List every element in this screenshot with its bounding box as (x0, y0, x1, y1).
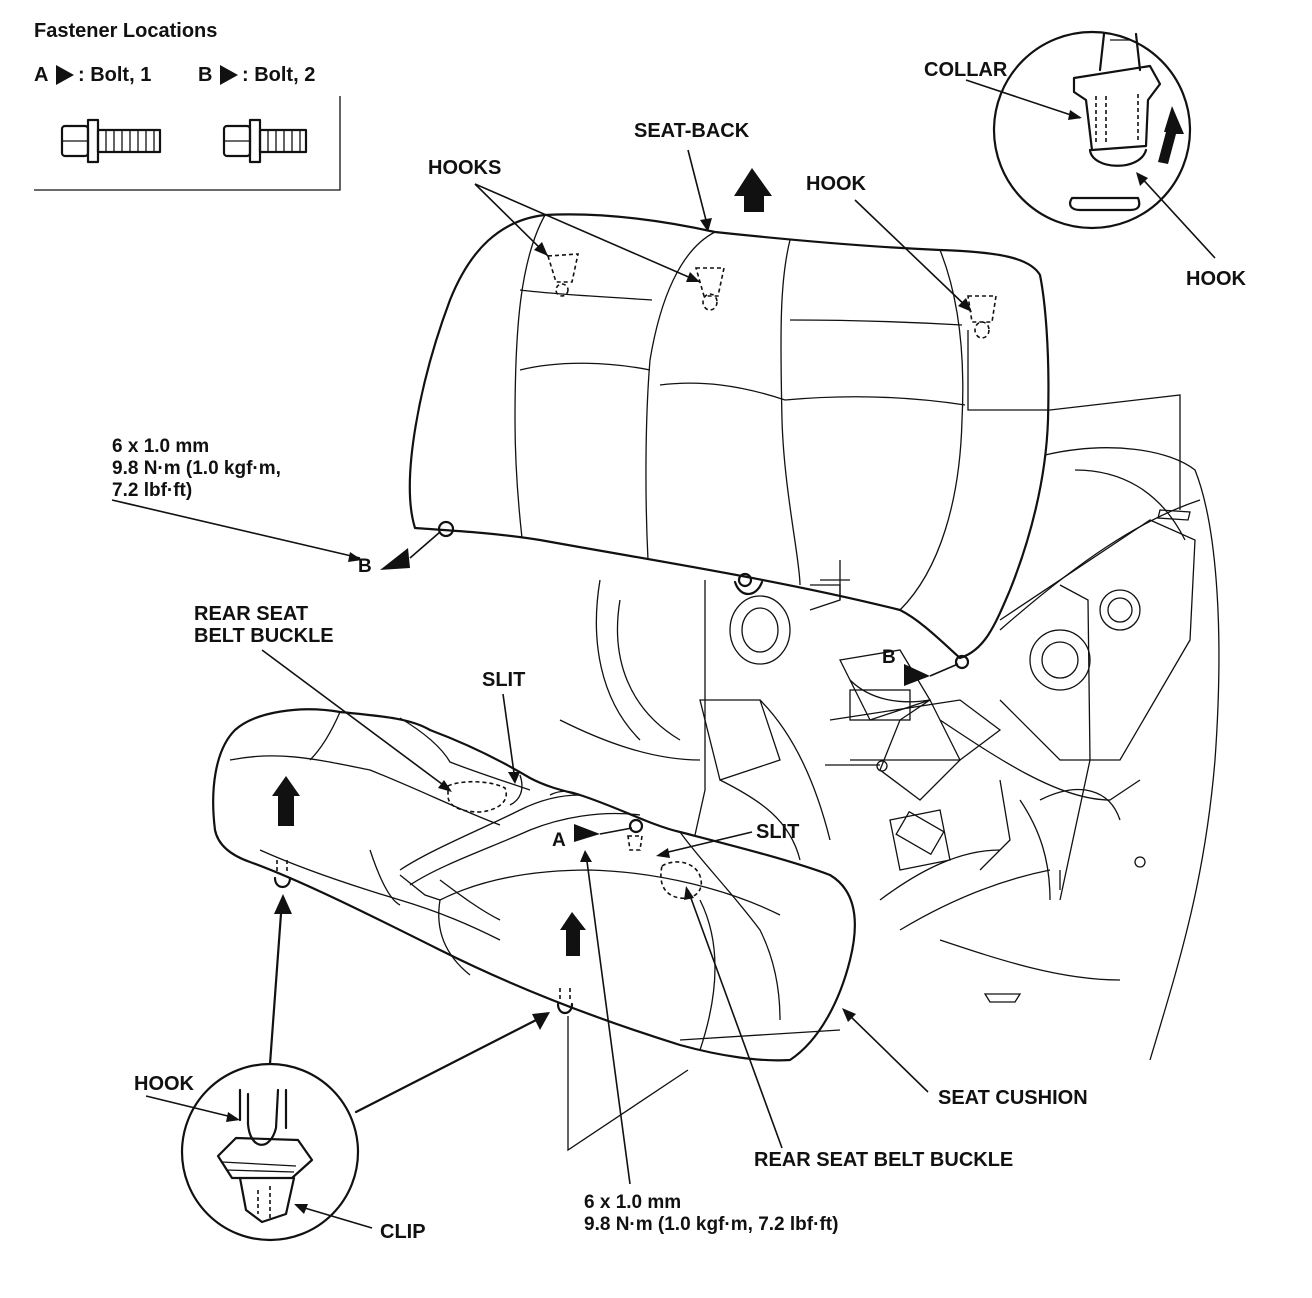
seat-back (408, 213, 1050, 670)
label-seat-back: SEAT-BACK (634, 120, 750, 142)
fastener-b-text: : Bolt, 2 (242, 64, 315, 86)
label-clip: CLIP (380, 1221, 426, 1243)
seat-cushion (212, 708, 856, 1062)
label-collar: COLLAR (924, 59, 1008, 81)
bolt-1-icon (60, 118, 162, 164)
label-bolt-b-left: B (358, 556, 372, 577)
torque-upper-size: 6 x 1.0 mm (112, 436, 209, 457)
label-hooks: HOOKS (428, 157, 501, 179)
label-hook-detail: HOOK (1186, 268, 1247, 290)
label-rear-belt-buckle-line2: BELT BUCKLE (194, 625, 334, 647)
fastener-legend: Fastener Locations A : Bolt, 1 B : Bolt,… (34, 20, 341, 191)
up-arrow-seatback-icon (734, 168, 772, 212)
clip-detail-inset (180, 1062, 360, 1242)
fastener-a-letter: A (34, 64, 48, 86)
fastener-b-letter: B (198, 64, 212, 86)
bolt-2-icon (222, 118, 308, 164)
arrow-a-icon (56, 65, 74, 85)
label-slit-right: SLIT (756, 821, 799, 843)
callout-labels: SEAT-BACK HOOKS HOOK COLLAR HOOK 6 x 1.0… (112, 59, 1247, 1243)
label-seat-cushion: SEAT CUSHION (938, 1087, 1088, 1109)
up-arrow-cushion-left-icon (272, 776, 300, 826)
label-hook-top: HOOK (806, 173, 867, 195)
collar-detail-inset (992, 30, 1192, 230)
seatback-guide-lines (694, 330, 1181, 901)
fastener-legend-title: Fastener Locations (34, 20, 217, 42)
torque-upper-line2: 7.2 lbf·ft) (112, 480, 192, 501)
label-rear-belt-buckle-bottom: REAR SEAT BELT BUCKLE (754, 1149, 1013, 1171)
vehicle-body (559, 447, 1220, 1061)
arrow-b-icon (220, 65, 238, 85)
label-bolt-a: A (552, 830, 566, 851)
fastener-a-text: : Bolt, 1 (78, 64, 151, 86)
label-bolt-b-right: B (882, 647, 896, 668)
cushion-guide-lines (567, 1016, 689, 1152)
label-slit-left: SLIT (482, 669, 525, 691)
label-rear-belt-buckle-line1: REAR SEAT (194, 603, 308, 625)
leader-lines (111, 79, 1216, 1229)
torque-upper-line1: 9.8 N·m (1.0 kgf·m, (112, 458, 281, 479)
up-arrow-cushion-right-icon (560, 912, 586, 956)
label-hook-bottom: HOOK (134, 1073, 195, 1095)
torque-lower-line1: 9.8 N·m (1.0 kgf·m, 7.2 lbf·ft) (584, 1214, 838, 1235)
torque-lower-size: 6 x 1.0 mm (584, 1192, 681, 1213)
legend-frame (34, 96, 341, 191)
